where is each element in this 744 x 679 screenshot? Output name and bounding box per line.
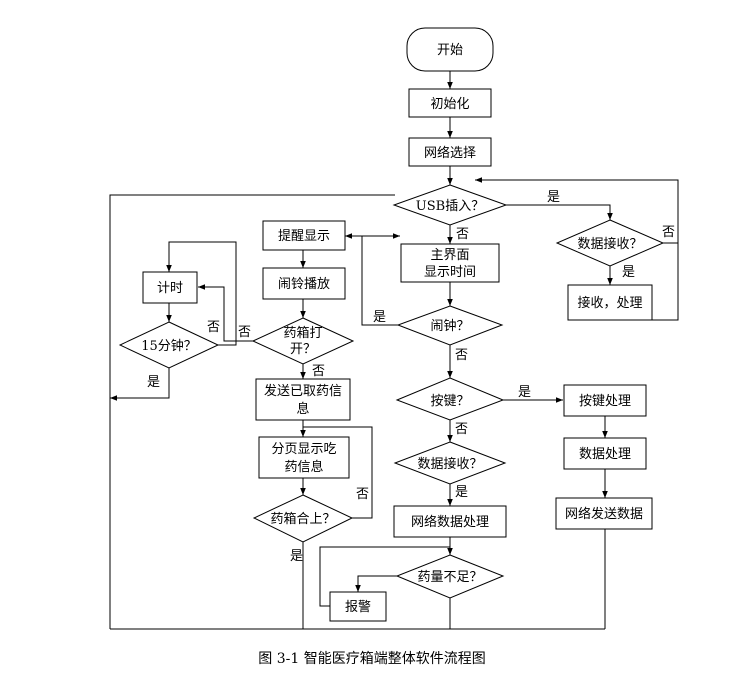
- figure-caption: 图 3-1 智能医疗箱端整体软件流程图: [258, 651, 486, 667]
- edge-15-yes: [110, 368, 170, 401]
- label-boxopen-no: 否: [238, 325, 251, 340]
- node-page-show-line2: 药信息: [284, 459, 323, 475]
- node-init: 初始化: [408, 88, 492, 118]
- node-start-label: 开始: [437, 43, 463, 58]
- label-fifteen-no: 否: [207, 320, 220, 335]
- node-warn-label: 报警: [345, 599, 371, 615]
- edge-usb-yes: [506, 204, 613, 220]
- node-key-process-label: 按键处理: [579, 394, 631, 409]
- node-alarm-label: 闹钟？: [430, 318, 469, 334]
- node-main-ui: 主界面 显示时间: [400, 243, 500, 283]
- node-net-send-label: 网络发送数据: [565, 506, 643, 522]
- node-recv-right-decision: 数据接收？: [555, 219, 665, 267]
- node-alarm-decision: 闹钟？: [396, 305, 504, 346]
- label-usb-no: 否: [456, 227, 469, 242]
- node-page-show-line1: 分页显示吃: [271, 441, 336, 457]
- node-net-data-process: 网络数据处理: [393, 505, 507, 538]
- node-recv-right-label: 数据接收？: [577, 236, 642, 252]
- node-key-label: 按键？: [430, 394, 469, 409]
- node-box-open-line2: 开？: [290, 342, 316, 357]
- node-fifteen-decision: 15分钟？: [118, 321, 220, 369]
- label-alarm-no: 否: [455, 348, 468, 363]
- label-key-no: 否: [455, 422, 468, 437]
- node-main-ui-line2: 显示时间: [424, 265, 476, 280]
- node-recv-process: 接收，处理: [567, 284, 653, 321]
- edge-alarm-yes: [345, 233, 398, 326]
- node-box-open-line1: 药箱打: [283, 325, 322, 341]
- node-timer-label: 计时: [157, 281, 183, 296]
- node-data-process-label: 数据处理: [579, 447, 631, 462]
- node-recv-mid-label: 数据接收？: [417, 456, 482, 472]
- edge-warn-loop: [319, 546, 450, 607]
- node-send-taken: 发送已取药信 息: [255, 378, 351, 421]
- node-net-data-process-label: 网络数据处理: [411, 514, 489, 530]
- node-low-med-label: 药量不足？: [417, 570, 482, 585]
- node-net-send: 网络发送数据: [555, 497, 653, 530]
- label-recvright-no: 否: [662, 225, 675, 240]
- label-recvmid-yes: 是: [455, 485, 468, 500]
- edge-15-no: [166, 241, 237, 346]
- node-send-taken-line2: 息: [296, 401, 309, 417]
- node-init-label: 初始化: [430, 97, 469, 112]
- edge-recvright-no: [475, 177, 679, 321]
- branch-labels: 是 否 否 是 是 否 是 否 是 否 否 否 是 否 是: [147, 190, 675, 564]
- edge-outer-loop: [109, 194, 395, 629]
- label-boxopen-no2: 否: [312, 364, 325, 379]
- node-key-decision: 按键？: [395, 377, 505, 421]
- edge-lowmed-warn: [355, 575, 397, 592]
- edges: [109, 71, 679, 630]
- node-page-show: 分页显示吃 药信息: [258, 436, 350, 479]
- label-key-yes: 是: [518, 385, 531, 400]
- node-key-process: 按键处理: [563, 384, 647, 417]
- edge-close-no: [303, 426, 373, 519]
- node-data-process: 数据处理: [563, 437, 647, 470]
- node-send-taken-line1: 发送已取药信: [264, 383, 342, 399]
- node-warn: 报警: [329, 591, 387, 622]
- node-ring-label: 闹铃播放: [278, 277, 330, 292]
- node-usb-label: USB插入？: [416, 199, 484, 214]
- node-timer: 计时: [142, 271, 198, 304]
- node-network-select-label: 网络选择: [424, 145, 476, 161]
- node-usb-decision: USB插入？: [392, 184, 508, 226]
- node-box-close-decision: 药箱合上？: [252, 494, 354, 543]
- node-remind: 提醒显示: [262, 220, 346, 251]
- label-usb-yes: 是: [547, 190, 560, 205]
- node-fifteen-label: 15分钟？: [141, 338, 197, 354]
- label-boxclose-yes: 是: [290, 549, 303, 564]
- node-network-select: 网络选择: [408, 137, 492, 167]
- label-alarm-yes: 是: [373, 310, 386, 325]
- node-remind-label: 提醒显示: [278, 228, 330, 244]
- node-low-med-decision: 药量不足？: [395, 554, 505, 599]
- node-box-open-decision: 药箱打 开？: [251, 317, 355, 365]
- node-box-close-label: 药箱合上？: [270, 511, 335, 527]
- label-recvright-yes: 是: [622, 265, 635, 280]
- label-fifteen-yes: 是: [147, 375, 160, 390]
- label-boxclose-no: 否: [356, 487, 369, 502]
- node-start: 开始: [406, 27, 494, 72]
- node-recv-mid-decision: 数据接收？: [393, 441, 507, 485]
- edge-boxopen-no: [198, 284, 253, 342]
- node-main-ui-line1: 主界面: [430, 248, 469, 263]
- node-ring: 闹铃播放: [262, 267, 346, 300]
- node-recv-process-label: 接收，处理: [577, 295, 642, 311]
